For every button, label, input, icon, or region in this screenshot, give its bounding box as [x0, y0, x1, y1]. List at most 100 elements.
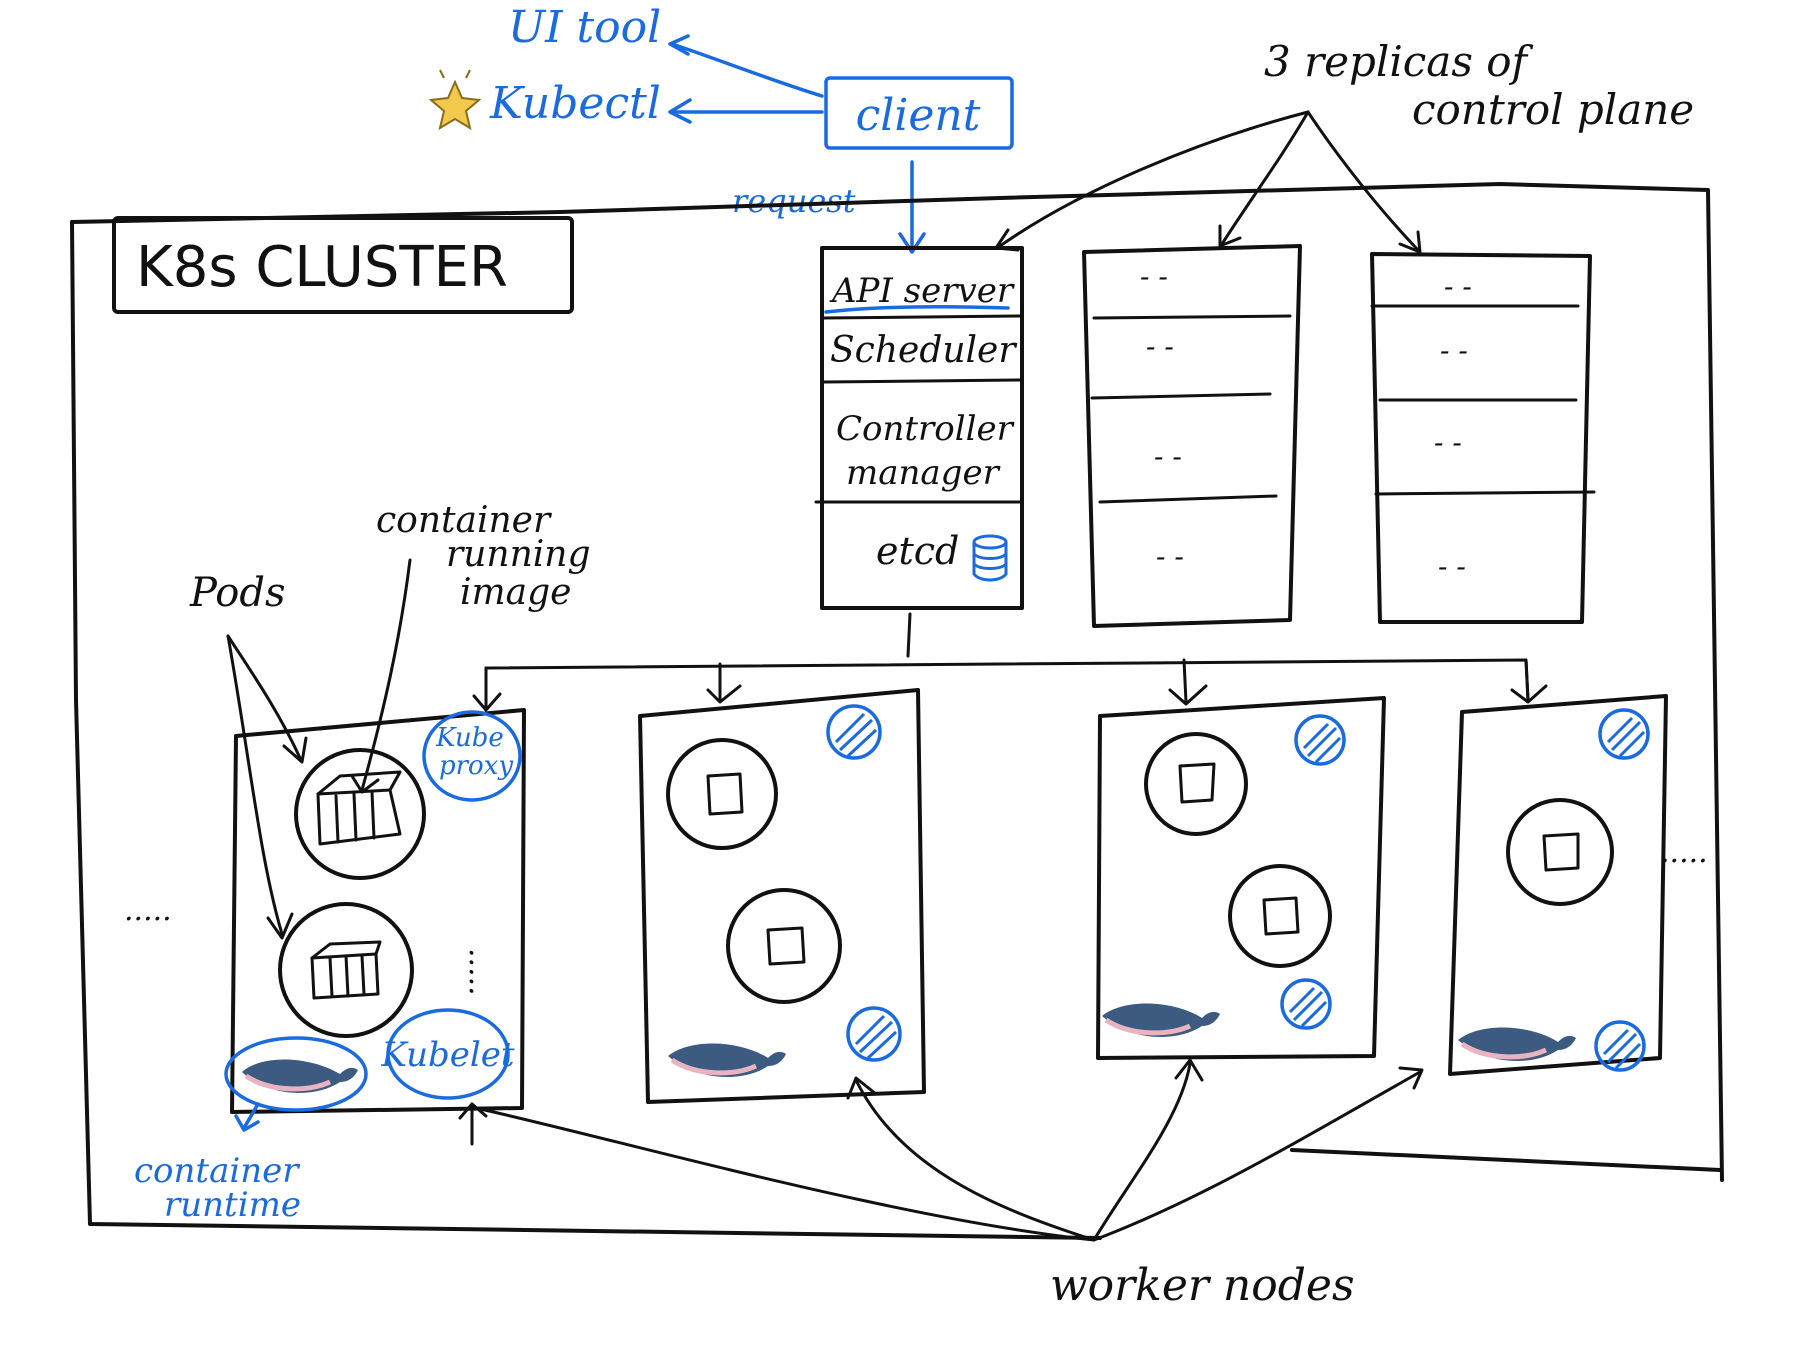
container-2-rib-1 [328, 956, 334, 998]
cluster-border-left-bottom [70, 220, 1102, 1240]
replica-2-divider-1 [1092, 314, 1292, 320]
worker-node-4 [1448, 694, 1668, 1076]
replica-2-divider-3 [1098, 494, 1278, 504]
kube-proxy-line2: proxy [439, 751, 513, 781]
container-1-rib-3 [370, 790, 376, 840]
container-runtime-line1: container [134, 1151, 300, 1191]
hatched-circle-icon [846, 1006, 902, 1062]
hatched-circle-icon [1594, 1020, 1646, 1072]
database-icon [972, 534, 1008, 582]
replicas-note: 3 replicas of control plane [994, 37, 1694, 254]
replica-2-row-1: - - [1140, 260, 1168, 293]
replicas-note-line2: control plane [1412, 85, 1694, 134]
worker-nodes-annotation: worker nodes [474, 1058, 1424, 1311]
replicas-note-line1: 3 replicas of [1264, 37, 1534, 86]
replica-3-row-2: - - [1440, 334, 1468, 367]
replica-3-row-4: - - [1438, 550, 1466, 583]
client-box [824, 76, 1014, 150]
replica-3-box [1370, 252, 1592, 624]
worker-3-pod-2-square [1262, 896, 1300, 936]
container-label-line1: container [376, 500, 552, 541]
control-plane-replica-3: - - - - - - - - [1370, 252, 1596, 624]
whale-icon [242, 1059, 358, 1093]
worker-nodes-label: worker nodes [1050, 1260, 1355, 1311]
container-label-line2: running [446, 534, 591, 575]
kube-proxy-circle [422, 710, 522, 802]
kubectl-label: Kubectl [489, 78, 661, 129]
cluster-title-box [112, 216, 574, 314]
hatched-circle-icon [1598, 708, 1650, 760]
worker-node-4-box [1448, 694, 1668, 1076]
worker-3-pod-2 [1228, 864, 1332, 968]
request-label: request [732, 182, 856, 220]
worker-nodes-arrowhead-2 [846, 1076, 878, 1100]
worker-nodes-arrow-2 [854, 1078, 1096, 1242]
worker-node-1-tail-head [458, 1102, 488, 1120]
cp-bus [484, 658, 1530, 702]
kube-proxy-line1: Kube [435, 723, 504, 753]
bus-arrowhead-3 [1168, 684, 1208, 706]
bus-arrowhead-1 [472, 692, 502, 712]
worker-2-proxy-circle [826, 704, 882, 760]
worker-4-kubelet-circle [1594, 1020, 1646, 1072]
ellipsis-right: ..... [1660, 835, 1708, 870]
worker-nodes-arrowhead-4 [1398, 1066, 1424, 1090]
kubelet-label: Kubelet [380, 1035, 514, 1075]
worker-2-pod-1 [666, 738, 778, 850]
worker-nodes-arrow-1 [474, 1106, 1096, 1242]
cp-divider-1 [822, 314, 1022, 320]
arrow-to-cp3 [1306, 110, 1420, 252]
container-runtime-circle [224, 1036, 368, 1112]
hatched-circle-icon [1280, 978, 1332, 1030]
pods-arrowhead-1 [282, 736, 308, 764]
container-icon [316, 770, 402, 846]
request-arrowhead [898, 232, 926, 254]
bus-drop-4 [1524, 658, 1530, 702]
cluster-boundary: K8s CLUSTER [70, 182, 1724, 1240]
control-plane-box [820, 246, 1024, 610]
container-runtime-line2: runtime [164, 1185, 301, 1225]
worker-4-pod-1 [1506, 798, 1614, 906]
control-plane-replica-2: - - - - - - - - [1082, 244, 1302, 628]
cp-scheduler: Scheduler [830, 330, 1017, 371]
pod-1 [294, 748, 426, 880]
replica-3-row-1: - - [1444, 270, 1472, 303]
api-server-underline [824, 305, 1010, 314]
control-to-worker-connectors [472, 612, 1548, 712]
control-plane-main: API server Scheduler Controller manager … [814, 246, 1024, 610]
container-label-arrow [360, 558, 412, 792]
worker-2-pod-2 [726, 888, 842, 1004]
worker-4-pod-1-square [1542, 832, 1580, 872]
client-label: client [856, 90, 981, 141]
worker-node-3 [1096, 696, 1386, 1060]
worker-3-proxy-circle [1294, 714, 1346, 766]
worker-node-1: Kube proxy Kubelet [224, 708, 526, 1146]
container-2-top [310, 940, 382, 960]
cluster-border-top-right [70, 182, 1724, 1182]
worker-3-kubelet-circle [1280, 978, 1332, 1030]
container-1-body [316, 788, 402, 846]
container-2-body [310, 952, 380, 1000]
worker-3-pod-1-square [1178, 762, 1216, 804]
arrow-client-to-ui-tool [670, 42, 824, 98]
worker-4-proxy-circle [1598, 708, 1650, 760]
replica-2-row-3: - - [1154, 440, 1182, 473]
worker-2-kubelet-circle [846, 1006, 902, 1062]
client-group: UI tool Kubectl client request [428, 2, 1014, 254]
worker-node-3-box [1096, 696, 1386, 1060]
bus-arrowhead-4 [1510, 684, 1548, 704]
replica-3-row-3: - - [1434, 426, 1462, 459]
pods-arrow-2 [226, 634, 284, 936]
container-2-rib-2 [344, 954, 350, 998]
arrowhead-kubectl [668, 98, 692, 124]
container-runtime-pointer [242, 1102, 260, 1130]
worker-node-2 [638, 688, 926, 1104]
whale-icon [668, 1043, 786, 1077]
arrowhead-cp2 [1218, 224, 1242, 248]
cp-divider-2 [822, 378, 1022, 384]
worker-node-2-box [638, 688, 926, 1104]
hatched-circle-icon [1294, 714, 1346, 766]
kubelet-circle [386, 1008, 510, 1100]
